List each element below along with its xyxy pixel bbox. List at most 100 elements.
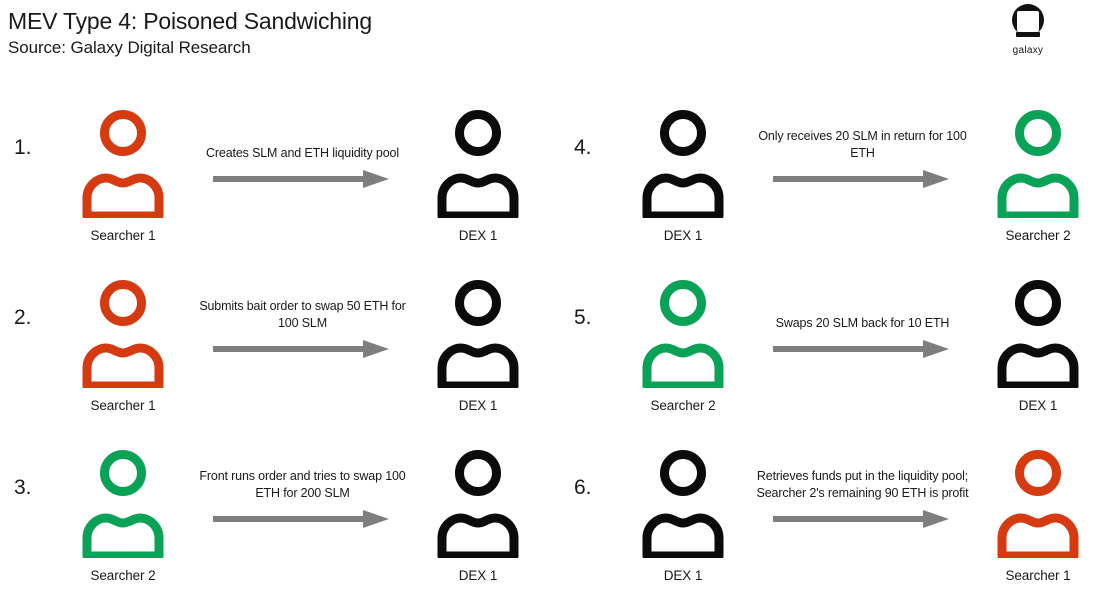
person-body-shape [434,336,522,388]
person-body-shape [994,166,1082,218]
step-4: 4. DEX 1 Only receives 20 SLM in return … [560,98,1100,256]
step-3-to-actor: DEX 1 [413,450,543,583]
arrow-label-text: Retrieves funds put in the liquidity poo… [756,469,969,501]
person-body-shape [639,506,727,558]
arrow-label: Front runs order and tries to swap 100 E… [190,452,415,502]
arrow-icon [212,510,393,528]
person-head-shape [660,110,706,156]
person-head-shape [455,110,501,156]
step-1: 1. Searcher 1 Creates SLM and ETH liquid… [0,98,550,256]
actor-label: Searcher 2 [90,568,156,583]
arrow-shaft [212,516,365,522]
person-head-shape [1015,280,1061,326]
person-head-shape [100,280,146,326]
actor-label: DEX 1 [663,568,703,583]
actor-label: DEX 1 [1018,398,1058,413]
step-5-flow: Swaps 20 SLM back for 10 ETH [750,282,975,358]
step-number: 3. [14,476,32,499]
step-4-from-actor: DEX 1 [618,110,748,243]
person-head-shape [660,280,706,326]
person-icon [638,450,728,558]
person-body-shape [79,166,167,218]
arrow-icon [772,340,953,358]
arrow-icon [212,340,393,358]
person-body-shape [639,166,727,218]
arrow-head [362,170,389,188]
arrow-label-text: Submits bait order to swap 50 ETH for 10… [199,299,406,331]
arrow-head [362,340,389,358]
arrow-head [362,510,389,528]
actor-label: Searcher 2 [650,398,716,413]
actor-label: DEX 1 [458,398,498,413]
step-number: 4. [574,136,592,159]
person-icon [993,110,1083,218]
person-icon [993,450,1083,558]
step-6-from-actor: DEX 1 [618,450,748,583]
step-1-flow: Creates SLM and ETH liquidity pool [190,112,415,188]
page-title: MEV Type 4: Poisoned Sandwiching [8,8,372,34]
arrow-shaft [212,176,365,182]
step-number: 6. [574,476,592,499]
arrow-icon [772,170,953,188]
person-body-shape [994,506,1082,558]
person-head-shape [660,450,706,496]
header: MEV Type 4: Poisoned Sandwiching Source:… [8,8,908,59]
step-number: 2. [14,306,32,329]
step-6-flow: Retrieves funds put in the liquidity poo… [750,452,975,528]
actor-label: DEX 1 [458,228,498,243]
step-4-flow: Only receives 20 SLM in return for 100 E… [750,112,975,188]
step-4-to-actor: Searcher 2 [973,110,1100,243]
arrow-shaft [772,346,925,352]
actor-label: Searcher 1 [90,228,156,243]
step-2-to-actor: DEX 1 [413,280,543,413]
person-icon [78,110,168,218]
person-head-shape [1015,110,1061,156]
arrow-head [922,170,949,188]
galaxy-logo: galaxy [996,4,1060,56]
arrow-label: Creates SLM and ETH liquidity pool [190,112,415,162]
person-body-shape [79,506,167,558]
person-body-shape [434,166,522,218]
logo-bar-shape [1016,32,1040,37]
step-number: 5. [574,306,592,329]
person-body-shape [79,336,167,388]
step-5-from-actor: Searcher 2 [618,280,748,413]
arrow-icon [772,510,953,528]
steps-grid: 1. Searcher 1 Creates SLM and ETH liquid… [0,98,1100,606]
step-3-from-actor: Searcher 2 [58,450,188,583]
person-head-shape [100,450,146,496]
step-2-from-actor: Searcher 1 [58,280,188,413]
actor-label: DEX 1 [458,568,498,583]
step-5-to-actor: DEX 1 [973,280,1100,413]
arrow-head [922,340,949,358]
step-6: 6. DEX 1 Retrieves funds put in the liqu… [560,438,1100,596]
galaxy-logo-icon [1010,4,1046,42]
step-2: 2. Searcher 1 Submits bait order to swap… [0,268,550,426]
step-3: 3. Searcher 2 Front runs order and tries… [0,438,550,596]
person-head-shape [455,280,501,326]
arrow-shaft [772,516,925,522]
step-3-flow: Front runs order and tries to swap 100 E… [190,452,415,528]
person-icon [638,110,728,218]
arrow-label: Submits bait order to swap 50 ETH for 10… [190,282,415,332]
arrow-label: Only receives 20 SLM in return for 100 E… [750,112,975,162]
actor-label: Searcher 2 [1005,228,1071,243]
arrow-label-text: Creates SLM and ETH liquidity pool [206,146,399,161]
arrow-label-text: Swaps 20 SLM back for 10 ETH [775,316,950,331]
arrow-label: Retrieves funds put in the liquidity poo… [750,452,975,502]
step-6-to-actor: Searcher 1 [973,450,1100,583]
person-head-shape [455,450,501,496]
step-number: 1. [14,136,32,159]
person-icon [433,450,523,558]
person-head-shape [100,110,146,156]
arrow-shaft [772,176,925,182]
step-2-flow: Submits bait order to swap 50 ETH for 10… [190,282,415,358]
arrow-label: Swaps 20 SLM back for 10 ETH [750,282,975,332]
person-head-shape [1015,450,1061,496]
person-body-shape [434,506,522,558]
person-icon [78,450,168,558]
step-1-from-actor: Searcher 1 [58,110,188,243]
source-line: Source: Galaxy Digital Research [8,38,251,58]
actor-label: DEX 1 [663,228,703,243]
person-icon [78,280,168,388]
